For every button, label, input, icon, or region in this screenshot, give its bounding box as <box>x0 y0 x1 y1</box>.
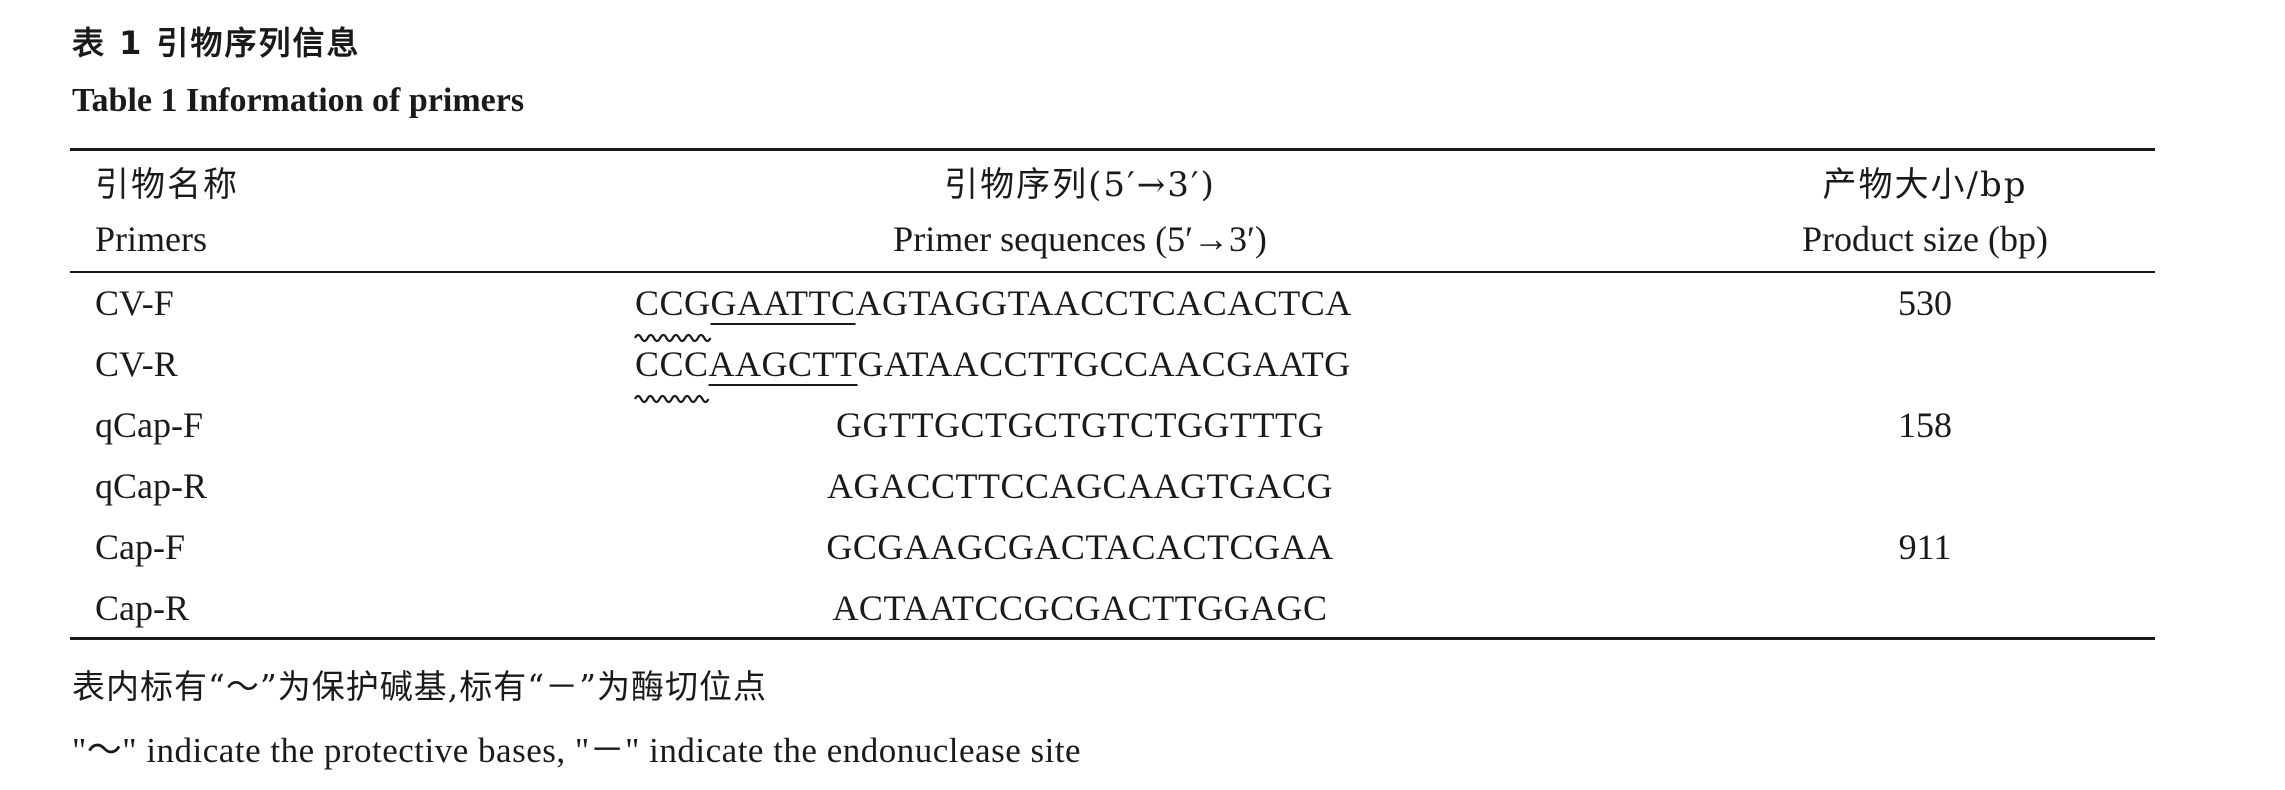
header-sequences-en: Primer sequences (5′→3′) <box>893 219 1267 259</box>
table-top-rule <box>70 148 2155 151</box>
primer-name-cell: qCap-R <box>95 466 207 506</box>
table-bottom-rule <box>70 637 2155 640</box>
header-sequences-cn: 引物序列(5′→3′) <box>944 165 1216 205</box>
table-caption-en: Table 1 Information of primers <box>72 82 525 119</box>
footnote-cn: 表内标有“～”为保护碱基,标有“－”为酶切位点 <box>72 667 767 706</box>
endonuclease-site: AAGCTT <box>708 344 858 384</box>
primer-sequence-cell: GGTTGCTGCTGTCTGGTTTG <box>836 405 1324 445</box>
protective-bases-text: CCG <box>635 283 711 323</box>
protective-bases: CCG <box>633 282 712 343</box>
header-primers-en: Primers <box>95 219 207 259</box>
header-size-en: Product size (bp) <box>1802 219 2048 259</box>
wavy-underline-mark <box>634 394 710 404</box>
primer-name-cell: CV-F <box>95 283 174 323</box>
header-size-cn: 产物大小/bp <box>1822 165 2028 205</box>
protective-bases: CCC <box>634 343 710 404</box>
primer-sequence-cell: ACTAATCCGCGACTTGGAGC <box>832 588 1328 628</box>
primer-name-cell: CV-R <box>95 344 178 384</box>
sequence-remainder: GATAACCTTGCCAACGAATG <box>857 344 1351 384</box>
primer-name-cell: qCap-F <box>95 405 203 445</box>
primer-name-cell: Cap-F <box>95 527 185 567</box>
sequence-remainder: AGTAGGTAACCTCACACTCA <box>855 283 1352 323</box>
header-primers-cn: 引物名称 <box>95 165 239 205</box>
wavy-underline-mark <box>633 333 712 343</box>
footnote-en: "～" indicate the protective bases, "－" i… <box>72 731 1082 770</box>
table-caption-cn: 表 1 引物序列信息 <box>72 24 361 62</box>
product-size-cell: 911 <box>1898 527 1952 567</box>
primer-sequence-cell: GCGAAGCGACTACACTCGAA <box>826 527 1334 567</box>
product-size-cell: 158 <box>1898 405 1952 445</box>
protective-bases-text: CCC <box>635 344 709 384</box>
primer-sequence-cell: AGACCTTCCAGCAAGTGACG <box>826 466 1334 506</box>
endonuclease-site: GAATTC <box>710 283 856 323</box>
primer-name-cell: Cap-R <box>95 588 189 628</box>
table-header-rule <box>70 271 2155 273</box>
product-size-cell: 530 <box>1898 283 1952 323</box>
